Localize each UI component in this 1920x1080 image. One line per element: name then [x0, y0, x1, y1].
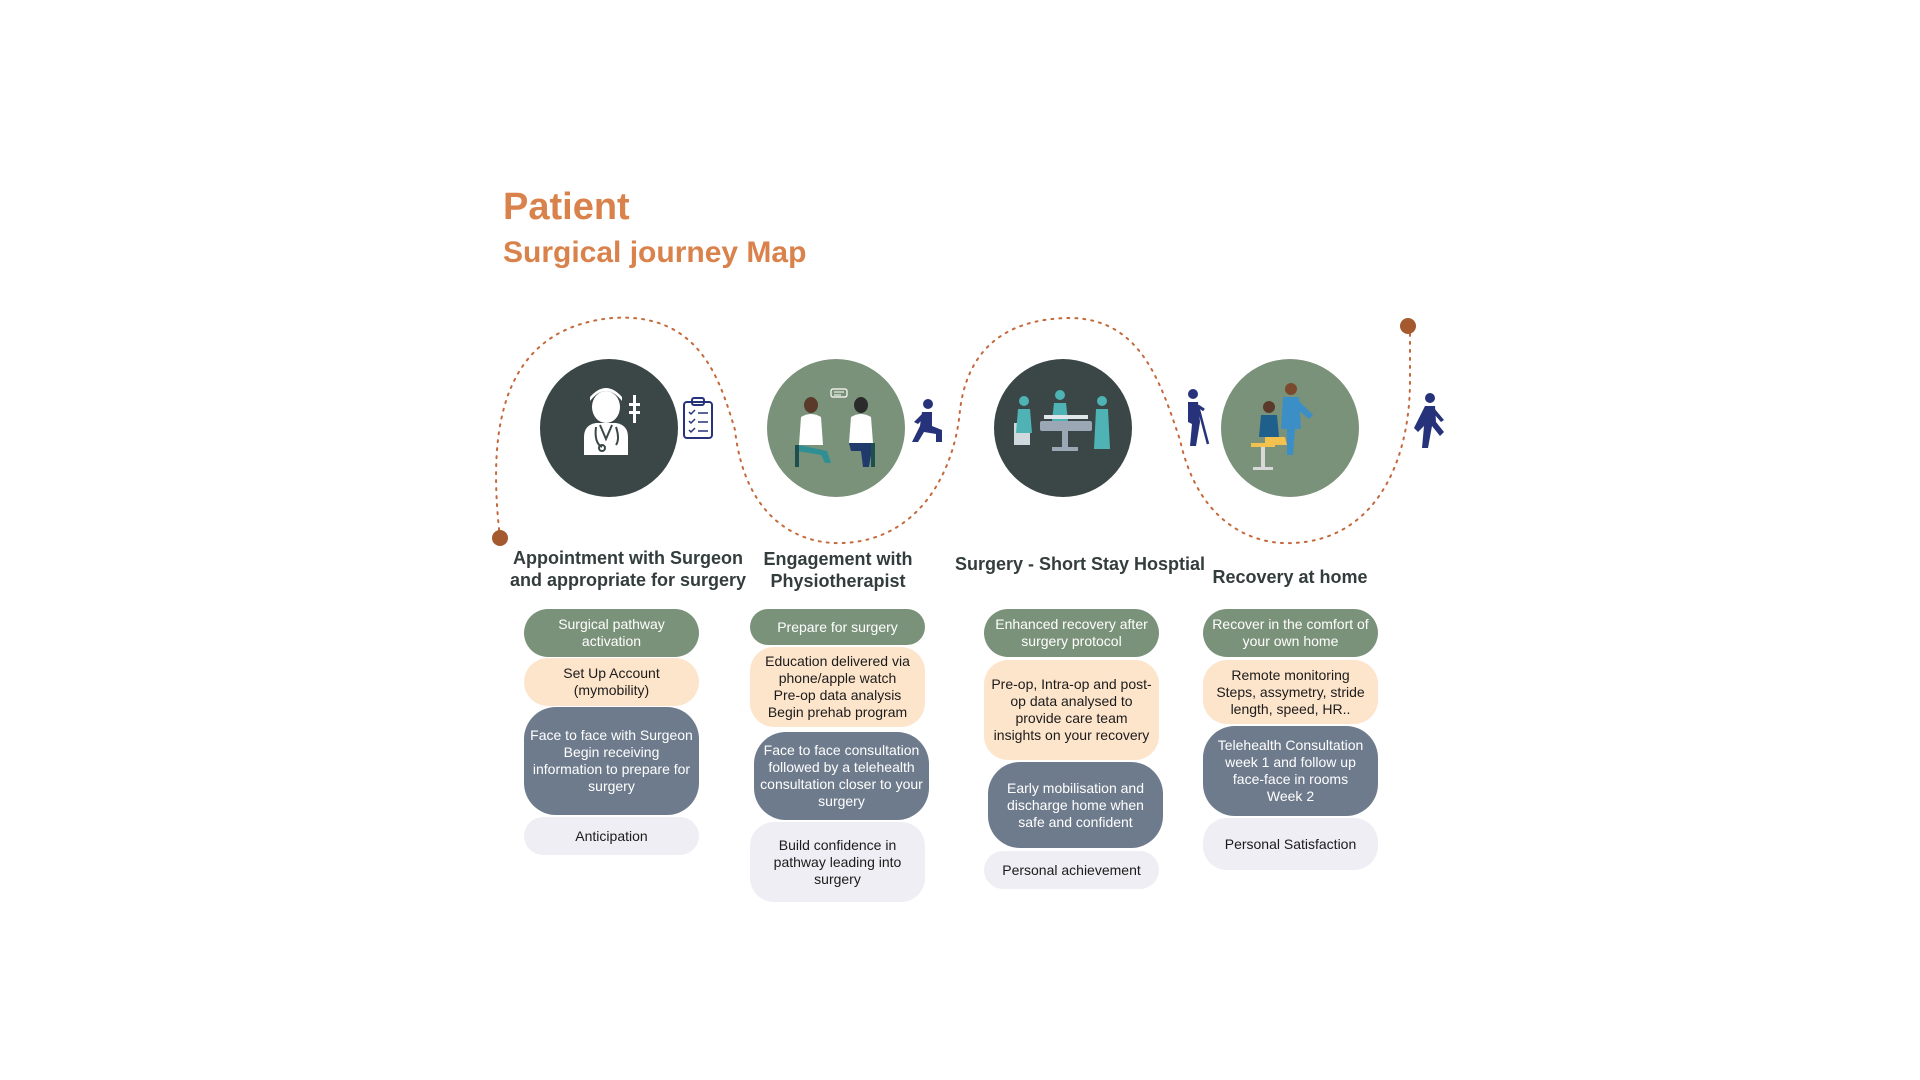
operating-room-icon — [1014, 390, 1110, 451]
walking-person-icon — [1414, 393, 1444, 448]
stage-2-circle — [767, 359, 905, 497]
stage-4-pill-recover: Recover in the comfort of your own home — [1203, 609, 1378, 657]
stage-2-pill-education: Education delivered via phone/apple watc… — [750, 647, 925, 727]
clipboard-checklist-icon — [683, 397, 713, 439]
stage-3-pill-data: Pre-op, Intra-op and post-op data analys… — [984, 660, 1159, 760]
stage-3-pill-enhanced: Enhanced recovery after surgery protocol — [984, 609, 1159, 657]
stage-4-circle — [1221, 359, 1359, 497]
stage-2-pill-consultation: Face to face consultation followed by a … — [754, 732, 929, 820]
stage-2-pill-prepare: Prepare for surgery — [750, 609, 925, 645]
stage-1-title: Appointment with Surgeon and appropriate… — [509, 548, 747, 590]
diagram-title: Patient — [503, 186, 630, 228]
stage-4-pill-monitoring: Remote monitoring Steps, assymetry, stri… — [1203, 660, 1378, 724]
stage-4-pill-emotion: Personal Satisfaction — [1203, 818, 1378, 870]
stage-2-pill-emotion: Build confidence in pathway leading into… — [750, 822, 925, 902]
stage-3-circle — [994, 359, 1132, 497]
stage-2-title: Engagement with Physiotherapist — [763, 549, 913, 591]
stage-1-circle — [540, 359, 678, 497]
stage-1-pill-face-to-face: Face to face with Surgeon Begin receivin… — [524, 707, 699, 815]
diagram-subtitle: Surgical journey Map — [503, 236, 807, 269]
stage-1-pill-activation: Surgical pathway activation — [524, 609, 699, 657]
dotted-path-line — [495, 316, 1411, 545]
stage-4-pill-telehealth: Telehealth Consultation week 1 and follo… — [1203, 726, 1378, 816]
consultation-icon — [795, 388, 875, 467]
physio-session-icon — [1251, 383, 1313, 470]
stage-3-pill-emotion: Personal achievement — [984, 851, 1159, 889]
stage-3-title: Surgery - Short Stay Hosptial — [954, 554, 1206, 574]
person-with-crutch-icon — [1188, 389, 1210, 446]
doctor-icon — [584, 388, 640, 455]
stage-3-pill-mobilisation: Early mobilisation and discharge home wh… — [988, 762, 1163, 848]
stage-1-pill-account: Set Up Account (mymobility) — [524, 658, 699, 706]
kneeling-person-icon — [912, 399, 942, 442]
stage-4-title: Recovery at home — [1212, 567, 1368, 587]
stage-1-pill-emotion: Anticipation — [524, 817, 699, 855]
start-dot — [492, 530, 508, 546]
end-dot — [1400, 318, 1416, 334]
